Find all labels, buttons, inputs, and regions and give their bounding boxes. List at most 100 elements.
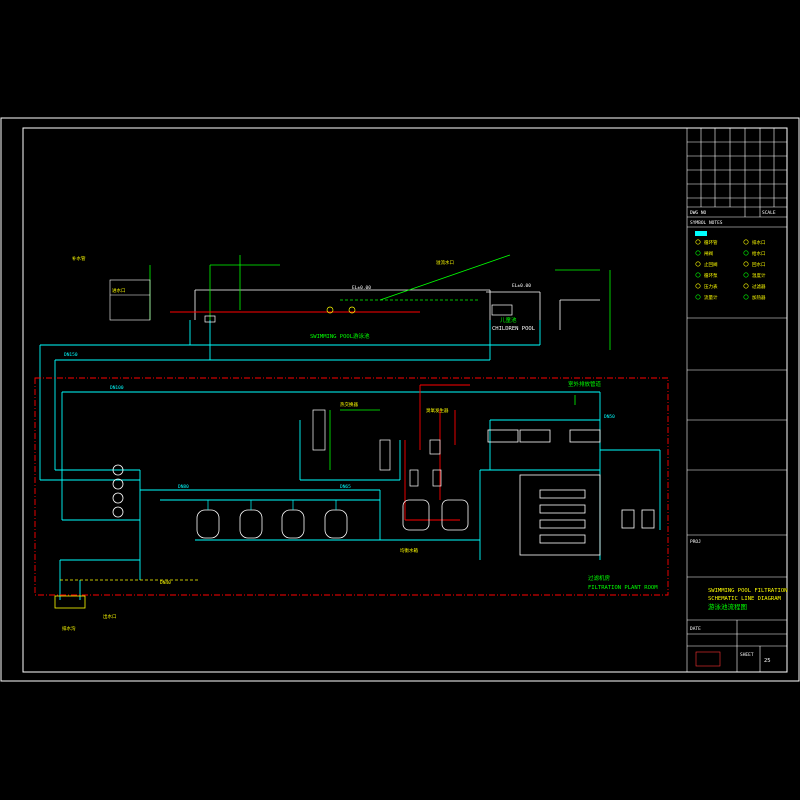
panel-slot bbox=[539, 534, 586, 544]
pump-icon bbox=[112, 464, 124, 476]
filter-icon bbox=[239, 509, 263, 539]
panel-slot bbox=[539, 519, 586, 529]
pump-icon bbox=[112, 492, 124, 504]
legend-label: 过滤器 bbox=[752, 283, 766, 290]
dosing-tank-icon bbox=[409, 469, 419, 487]
pump-icon bbox=[112, 506, 124, 518]
scale-key: SCALE bbox=[762, 210, 776, 216]
ozone-label: 臭氧发生器 bbox=[426, 407, 449, 414]
heater-label: 热交换器 bbox=[340, 401, 358, 408]
filter-headers bbox=[207, 500, 337, 510]
title-line-1: SWIMMING POOL FILTRATION bbox=[708, 588, 787, 594]
outlet-icon bbox=[743, 261, 749, 267]
legend bbox=[695, 231, 707, 236]
pipe-size-tag: DN100 bbox=[110, 385, 124, 391]
inlet-icon bbox=[743, 250, 749, 256]
drain-label: 排水沟 bbox=[62, 625, 76, 632]
drawing-no-key: DWG NO bbox=[690, 210, 707, 216]
dosing-tank-icon bbox=[432, 469, 442, 487]
controller-icon bbox=[569, 429, 601, 443]
symbol-header: SYMBOL NOTES bbox=[690, 220, 723, 226]
valve-icon bbox=[695, 250, 701, 256]
circulation-pumps bbox=[112, 464, 124, 518]
overflow-label: 溢流水口 bbox=[436, 259, 454, 266]
outlet-icon bbox=[204, 315, 216, 323]
legend-label: 循环泵 bbox=[704, 272, 718, 279]
legend-label: 加热器 bbox=[752, 294, 766, 301]
check-valve-icon bbox=[695, 261, 701, 267]
overflow-icon bbox=[491, 304, 513, 316]
pipe-size-tag: DN65 bbox=[340, 484, 351, 490]
legend-label: 回水口 bbox=[752, 261, 766, 268]
project-key: PROJ bbox=[690, 539, 701, 545]
circulation-piping bbox=[39, 320, 661, 600]
meter-icon bbox=[695, 283, 701, 289]
flow-meter-icon bbox=[695, 294, 701, 300]
children-pool-cn-label: 儿童池 bbox=[500, 316, 517, 324]
plant-room-en-label: FILTRATION PLANT ROOM bbox=[588, 585, 658, 591]
level-mark-2: EL±0.00 bbox=[512, 283, 531, 289]
pipe-icon bbox=[695, 239, 701, 245]
sheet-outer-frame bbox=[0, 117, 800, 682]
pipe-size-tag: DN40 bbox=[160, 580, 171, 586]
pipe-size-tag: DN80 bbox=[178, 484, 189, 490]
pump-icon bbox=[695, 272, 701, 278]
outlet-label: 出水口 bbox=[103, 613, 117, 620]
ozone-icon bbox=[429, 439, 441, 455]
approval-stamp bbox=[695, 651, 721, 667]
makeup-piping bbox=[149, 254, 611, 470]
makeup-label: 补水管 bbox=[72, 255, 86, 262]
ozone-equipment bbox=[312, 409, 442, 487]
pool-section bbox=[194, 289, 600, 330]
drain-pit bbox=[54, 595, 86, 609]
outdoor-label: 室外排放管道 bbox=[568, 380, 602, 388]
panel-slot bbox=[539, 504, 586, 514]
filter-icon bbox=[743, 283, 749, 289]
children-pool-label: CHILDREN POOL bbox=[492, 326, 536, 332]
legend-label: 给水口 bbox=[752, 250, 766, 257]
level-mark-1: EL±0.00 bbox=[352, 285, 371, 291]
heater-icon bbox=[312, 409, 326, 451]
sheet-inner-frame bbox=[22, 127, 788, 673]
inlet-icon bbox=[326, 306, 334, 314]
heater-icon bbox=[743, 294, 749, 300]
legend-label: 止回阀 bbox=[704, 261, 718, 268]
date-key: DATE bbox=[690, 626, 701, 632]
drain-pump-icon bbox=[641, 509, 655, 529]
title-block bbox=[686, 128, 787, 672]
legend-highlight bbox=[695, 231, 707, 236]
legend-label: 压力表 bbox=[704, 283, 718, 290]
filter-icon bbox=[324, 509, 348, 539]
pipe-size-tag: DN50 bbox=[604, 414, 615, 420]
controller-icon bbox=[487, 429, 519, 443]
legend-label: 温度计 bbox=[752, 272, 766, 279]
swimming-pool-label: SWIMMING POOL游泳池 bbox=[310, 332, 370, 340]
plant-room-cn-label: 过滤机房 bbox=[588, 574, 611, 582]
legend-label: 闸阀 bbox=[704, 250, 713, 257]
dosing-piping bbox=[170, 311, 470, 521]
inlet-label: 进水口 bbox=[112, 287, 126, 294]
filter-icon bbox=[281, 509, 305, 539]
pool-fittings bbox=[204, 304, 513, 323]
filter-icon bbox=[196, 509, 220, 539]
drain-pump-icon bbox=[621, 509, 635, 529]
thermo-icon bbox=[743, 272, 749, 278]
pump-icon bbox=[112, 478, 124, 490]
heater-icon bbox=[379, 439, 391, 471]
panel-slot bbox=[539, 489, 586, 499]
tank-icon bbox=[441, 499, 469, 531]
chemical-makeup-box bbox=[109, 279, 151, 321]
controller-icon bbox=[519, 429, 551, 443]
sheet-no: 25 bbox=[764, 658, 771, 664]
sand-filters bbox=[196, 509, 348, 539]
legend-label: 排水口 bbox=[752, 239, 766, 246]
title-cn: 游泳池流程图 bbox=[708, 602, 747, 611]
sheet-key: SHEET bbox=[740, 652, 754, 658]
pipe-size-tag: DN150 bbox=[64, 352, 78, 358]
tank-icon bbox=[402, 499, 430, 531]
drain-icon bbox=[743, 239, 749, 245]
control-panel-icon bbox=[519, 474, 601, 556]
inlet-icon bbox=[348, 306, 356, 314]
